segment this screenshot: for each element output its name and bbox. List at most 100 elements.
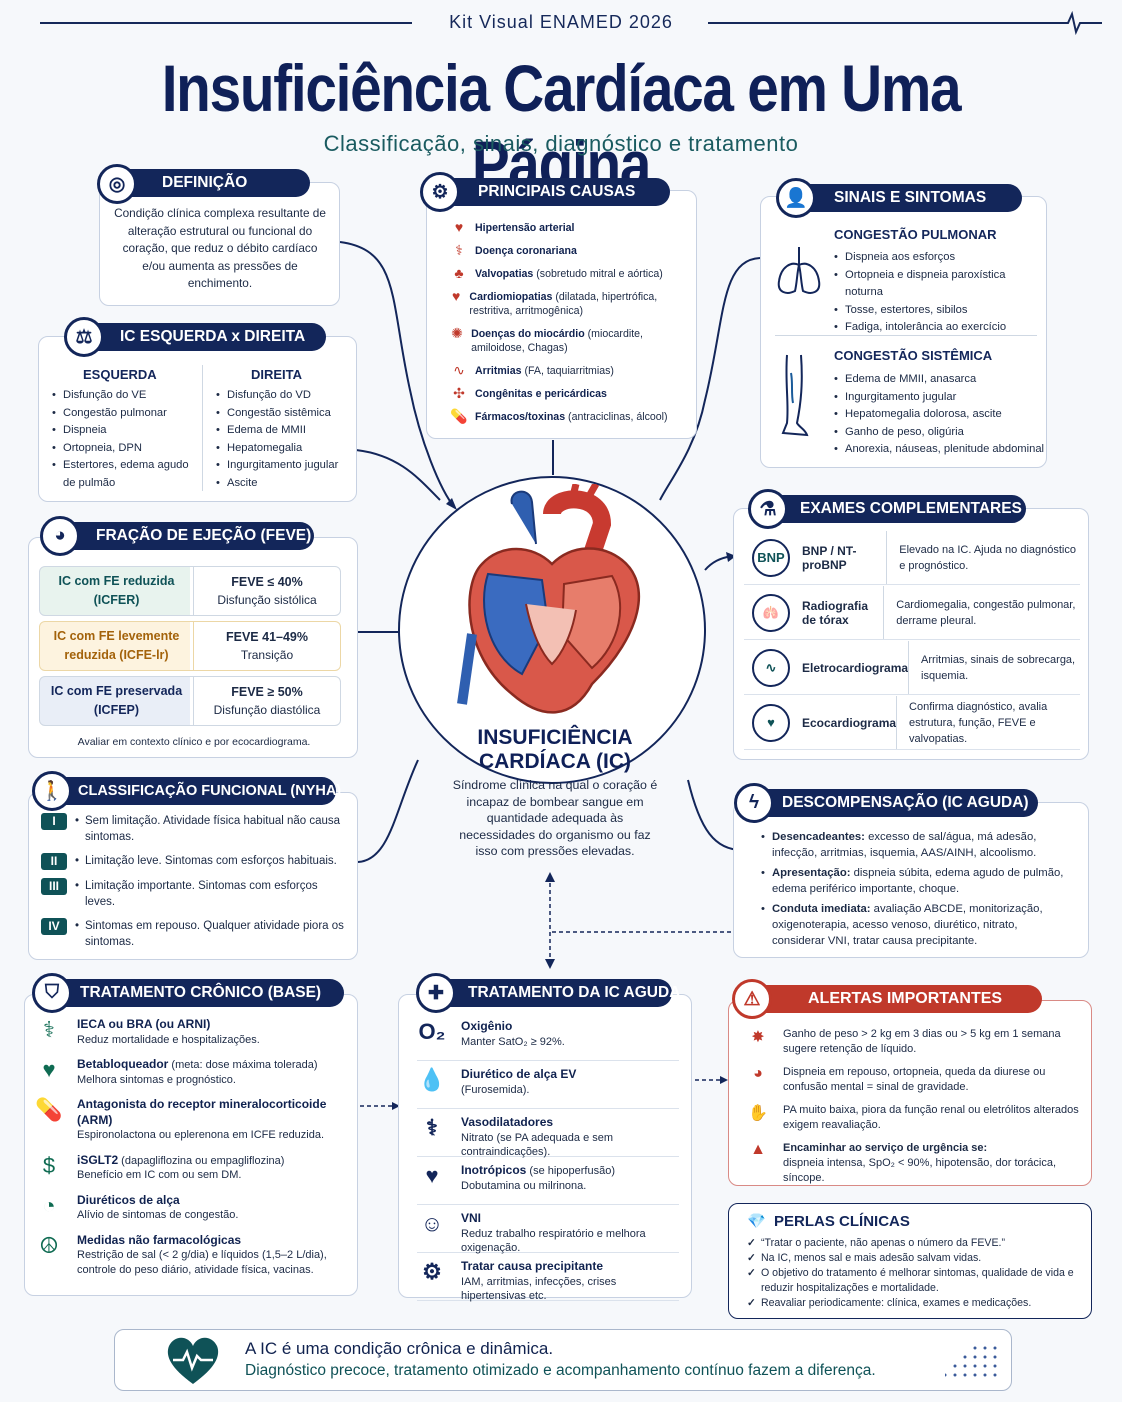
lightning-icon: ϟ <box>734 783 774 823</box>
nyha-list: ISem limitação. Atividade física habitua… <box>41 813 347 958</box>
aguda-icon: 💧 <box>418 1067 446 1092</box>
cause-label: Fármacos/toxinas <box>475 411 566 423</box>
feve-row-value: FEVE ≥ 50% <box>231 685 303 699</box>
cronico-text: iSGLT2 (dapagliflozina ou empagliflozina… <box>77 1153 284 1183</box>
cronico-label: Betabloqueador <box>77 1057 169 1071</box>
footer-line-1: A IC é uma condição crônica e dinâmica. <box>245 1339 554 1358</box>
cause-text: Hipertensão arterial <box>475 221 575 235</box>
aguda-icon: ♥ <box>425 1163 439 1188</box>
descomp-text: excesso de sal/água, má adesão, infecção… <box>772 831 1037 859</box>
cause-label: Hipertensão arterial <box>475 222 575 234</box>
cronico-desc: Alívio de sintomas de congestão. <box>77 1209 239 1221</box>
pulm-title: CONGESTÃO PULMONAR <box>834 227 997 242</box>
cronico-label: Medidas não farmacológicas <box>77 1232 242 1247</box>
alerta-label: Encaminhar ao serviço de urgência se: <box>783 1142 988 1154</box>
exame-desc: Cardiomegalia, congestão pulmonar, derra… <box>883 586 1080 639</box>
gear-icon: ⚙ <box>420 172 460 212</box>
alerta-item: ◕Dispneia em repouso, ortopneia, queda d… <box>747 1065 1081 1095</box>
cronico-desc: Restrição de sal (< 2 g/dia) e líquidos … <box>77 1249 327 1276</box>
cause-item: ♥Cardiomiopatias (dilatada, hipertrófica… <box>449 289 689 318</box>
pulm-item: Tosse, estertores, sibilos <box>833 302 1043 320</box>
alerta-desc: dispneia intensa, SpO₂ < 90%, hipotensão… <box>783 1157 1057 1184</box>
exame-name: Eletrocardiograma <box>802 660 909 675</box>
aguda-icon: ⚕ <box>426 1115 438 1140</box>
cause-icon: ✺ <box>451 325 463 341</box>
perlas-header: PERLAS CLÍNICAS <box>774 1213 910 1230</box>
nyha-item: IILimitação leve. Sintomas com esforços … <box>41 853 347 870</box>
aguda-desc: (Furosemida). <box>461 1083 530 1096</box>
cronico-icon: $ <box>42 1152 56 1178</box>
exames-header: EXAMES COMPLEMENTARES <box>770 495 1026 523</box>
perla-text: “Tratar o paciente, não apenas o número … <box>761 1237 1005 1249</box>
aguda-desc: Nitrato (se PA adequada e sem contraindi… <box>461 1131 614 1159</box>
cause-text: Fármacos/toxinas (antraciclinas, álcool) <box>475 410 668 424</box>
cause-label: Arritmias <box>475 365 522 377</box>
heart-ekg-icon <box>167 1337 219 1384</box>
perlas-list: ✓ “Tratar o paciente, não apenas o número… <box>747 1236 1083 1311</box>
top-rule-left <box>40 22 412 24</box>
esq-title: ESQUERDA <box>83 367 157 382</box>
target-icon: ◎ <box>97 164 137 204</box>
pulm-item: Dispneia aos esforços <box>833 249 1043 267</box>
aguda-text: Diurético de alça EV (Furosemida). <box>461 1067 576 1097</box>
definicao-box: Condição clínica complexa resultante de … <box>99 182 340 306</box>
dir-title: DIREITA <box>251 367 303 382</box>
dir-item: Hepatomegalia <box>215 440 355 458</box>
esq-item: Congestão pulmonar <box>51 405 199 423</box>
descomp-text: dispneia súbita, edema agudo de pulmão, … <box>772 867 1064 895</box>
cause-item: ♣Valvopatias (sobretudo mitral e aórtica… <box>449 266 689 281</box>
cronico-item: ⚕IECA ou BRA (ou ARNI)Reduz mortalidade … <box>31 1017 351 1047</box>
divider <box>775 335 1037 336</box>
nyha-text: Sintomas em repouso. Qualquer atividade … <box>75 918 347 950</box>
leg-icon <box>781 354 809 437</box>
aguda-item: 💧 Diurético de alça EV (Furosemida). <box>417 1067 679 1109</box>
feve-row-value: FEVE ≤ 40% <box>231 575 303 589</box>
page-title: Insuficiência Cardíaca em Uma Página <box>161 51 962 201</box>
sist-item: Ganho de peso, oligúria <box>833 424 1045 442</box>
check-icon: ✓ <box>747 1237 756 1249</box>
definicao-text: Condição clínica complexa resultante de … <box>114 206 326 290</box>
causas-box: ♥Hipertensão arterial⚕Doença coronariana… <box>426 190 697 439</box>
causas-header: PRINCIPAIS CAUSAS <box>444 178 670 206</box>
sist-item: Ingurgitamento jugular <box>833 389 1045 407</box>
cronico-item: 💊Antagonista do receptor mineralocortico… <box>31 1097 351 1143</box>
cronico-icon: ☮ <box>39 1232 59 1258</box>
cause-item: ♥Hipertensão arterial <box>449 220 689 235</box>
cronico-icon: 💊 <box>35 1097 63 1122</box>
sinais-header: SINAIS E SINTOMAS <box>796 184 1022 212</box>
exame-name: BNP / NT-proBNP <box>802 543 857 572</box>
aguda-text: Inotrópicos (se hipoperfusão)Dobutamina … <box>461 1163 615 1193</box>
dir-item: Ascite <box>215 475 355 493</box>
nyha-class: III <box>41 878 67 895</box>
aguda-label: Diurético de alça EV <box>461 1067 577 1081</box>
nyha-class: I <box>41 813 67 830</box>
esq-item: Dispneia <box>51 422 199 440</box>
cronico-note: (meta: dose máxima tolerada) <box>168 1059 318 1071</box>
feve-row-desc: Disfunção diastólica <box>213 703 321 717</box>
cronico-icon: ♥ <box>42 1057 56 1082</box>
check-icon: ✓ <box>747 1267 756 1279</box>
descomp-list: Desencadeantes: excesso de sal/água, má … <box>760 829 1072 953</box>
exame-icon: BNP <box>752 538 790 577</box>
cronico-label: Diuréticos de alça <box>77 1192 180 1207</box>
icd-box: ESQUERDA Disfunção do VECongestão pulmon… <box>38 336 357 502</box>
descomp-label: Apresentação: <box>772 867 851 879</box>
sist-title: CONGESTÃO SISTÊMICA <box>834 348 993 363</box>
cronico-desc: Espironolactona ou eplerenona em ICFE re… <box>77 1129 325 1141</box>
exame-icon: 🫁 <box>752 593 790 632</box>
nyha-text: Limitação leve. Sintomas com esforços ha… <box>75 853 337 869</box>
feve-row-label: IC com FE preservada (ICFEP) <box>40 677 194 725</box>
dir-item: Disfunção do VD <box>215 387 355 405</box>
pulm-item: Ortopneia e dispneia paroxística noturna <box>833 267 1043 302</box>
flask-icon: ⚗ <box>748 489 788 529</box>
descomp-item: Apresentação: dispneia súbita, edema agu… <box>760 865 1072 897</box>
cause-item: ✺Doenças do miocárdio (miocardite, amilo… <box>449 325 689 355</box>
perlas-header-wrap: 💎 PERLAS CLÍNICAS <box>747 1212 910 1230</box>
